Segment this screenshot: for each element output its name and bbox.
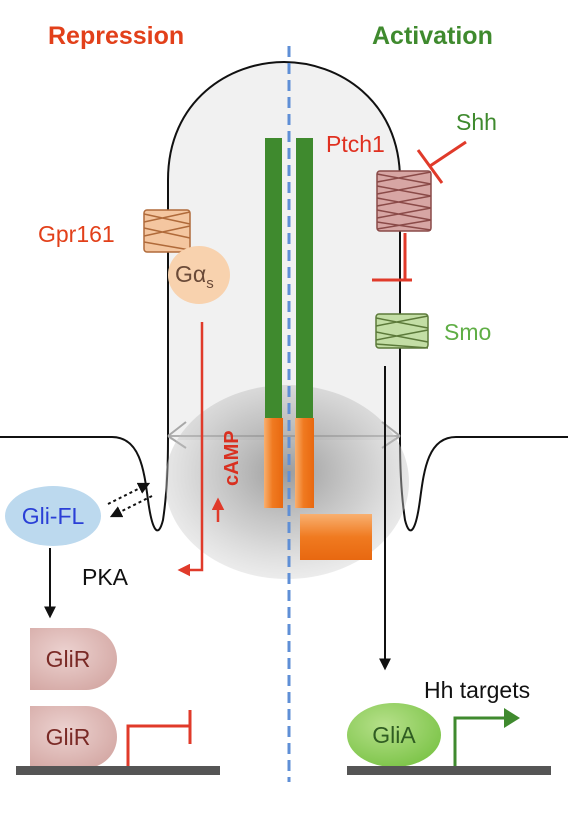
galpha-s-protein (168, 246, 230, 304)
axoneme-microtubule-right (296, 138, 313, 420)
galpha-s-label: Gαs (175, 261, 214, 292)
repressed-promoter-symbol (126, 710, 192, 766)
ptch1-receptor (376, 170, 432, 232)
camp-signal-line (177, 322, 204, 577)
cilium-to-gli-fl-arrow (109, 495, 153, 518)
glir-top-label: GliR (46, 646, 91, 672)
dna-right (347, 766, 551, 775)
smo-receptor (375, 313, 429, 349)
cilium-fill (168, 62, 400, 440)
shh-inhibition-symbol (416, 140, 467, 184)
gpr161-label: Gpr161 (38, 221, 115, 247)
ptch1-inhibition-symbol (372, 233, 412, 282)
ptch1-label: Ptch1 (326, 131, 385, 157)
shh-label: Shh (456, 109, 497, 135)
glia-protein (347, 703, 441, 767)
activation-heading: Activation (372, 22, 493, 50)
hh-targets-label: Hh targets (424, 677, 530, 703)
active-promoter-arrow (453, 716, 506, 766)
glir-top-protein (30, 628, 117, 690)
glia-label: GliA (372, 722, 416, 748)
galpha-subscript: s (206, 275, 214, 292)
basal-body-right (295, 418, 314, 508)
gli-fl-to-cilium-arrow (107, 482, 151, 505)
glir-bottom-protein (30, 706, 117, 768)
axoneme (264, 138, 372, 560)
gli-fl-label: Gli-FL (22, 503, 85, 529)
dna-left (16, 766, 220, 775)
repression-heading: Repression (48, 22, 184, 50)
glir-bottom-label: GliR (46, 724, 91, 750)
basal-body-left (264, 418, 283, 508)
galpha-main: Gα (175, 261, 206, 287)
smo-label: Smo (444, 319, 491, 345)
active-promoter-arrowhead (504, 708, 520, 728)
axoneme-microtubule-left (265, 138, 282, 420)
pka-label: PKA (82, 564, 129, 590)
camp-label: cAMP (221, 430, 243, 486)
gpr161-receptor (143, 209, 191, 253)
cell-membrane (0, 60, 568, 532)
daughter-centriole (300, 514, 372, 560)
gli-fl-protein (5, 486, 101, 546)
